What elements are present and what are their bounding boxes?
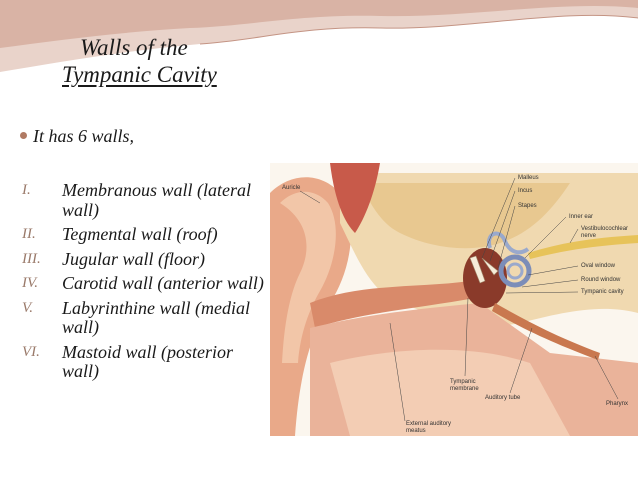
label-tympanic-cavity: Tympanic cavity [581, 289, 624, 295]
label-tympanic-membrane-2: membrane [450, 386, 479, 392]
wall-number: II. [22, 226, 36, 242]
wall-number: VI. [22, 343, 40, 360]
label-round-window: Round window [581, 277, 621, 283]
intro-bullet: It has 6 walls, [20, 126, 134, 147]
label-oval-window: Oval window [581, 263, 616, 269]
label-external-meatus-2: meatus [406, 428, 426, 434]
title-line-1: Walls of the [80, 35, 188, 60]
label-external-meatus: External auditory [406, 421, 451, 427]
walls-list: I. Membranous wall (lateral wall) II. Tegm… [22, 180, 270, 387]
title-line-2: Tympanic Cavity [62, 62, 217, 87]
wall-text: Mastoid wall (posterior wall) [62, 341, 234, 381]
slide-title: Walls of the Tympanic Cavity [62, 34, 217, 88]
wall-text: Tegmental wall (roof) [62, 224, 218, 244]
wall-number: I. [22, 182, 31, 198]
label-pharynx: Pharynx [606, 401, 628, 407]
wall-item: VI. Mastoid wall (posterior wall) [22, 341, 270, 382]
label-vestibulocochlear-2: nerve [581, 233, 597, 239]
label-malleus: Malleus [518, 175, 539, 181]
wall-item: IV. Carotid wall (anterior wall) [22, 273, 270, 294]
wall-number: V. [22, 299, 33, 316]
header-wave-decoration [0, 0, 638, 72]
label-auditory-tube: Auditory tube [485, 395, 521, 401]
label-tympanic-membrane: Tympanic [450, 379, 476, 385]
wall-item: II. Tegmental wall (roof) [22, 224, 270, 245]
wall-item: V. Labyrinthine wall (medial wall) [22, 297, 270, 338]
label-vestibulocochlear: Vestibulocochlear [581, 226, 628, 232]
label-inner-ear: Inner ear [569, 214, 593, 220]
label-stapes: Stapes [518, 203, 537, 209]
wall-item: I. Membranous wall (lateral wall) [22, 180, 270, 220]
label-incus: Incus [518, 188, 532, 194]
intro-text: It has 6 walls, [33, 126, 135, 146]
wall-text: Labyrinthine wall (medial wall) [62, 297, 250, 337]
wall-text: Carotid wall (anterior wall) [62, 273, 264, 293]
wall-text: Membranous wall (lateral wall) [62, 180, 251, 220]
label-auricle: Auricle [282, 185, 301, 191]
wall-text: Jugular wall (floor) [62, 248, 205, 269]
wall-number: IV. [22, 275, 38, 291]
wall-number: III. [22, 250, 41, 267]
wall-item: III. Jugular wall (floor) [22, 248, 270, 270]
ear-anatomy-figure: Auricle Malleus Incus Stapes Inner ear V… [270, 163, 638, 436]
bullet-dot-icon [20, 132, 27, 140]
